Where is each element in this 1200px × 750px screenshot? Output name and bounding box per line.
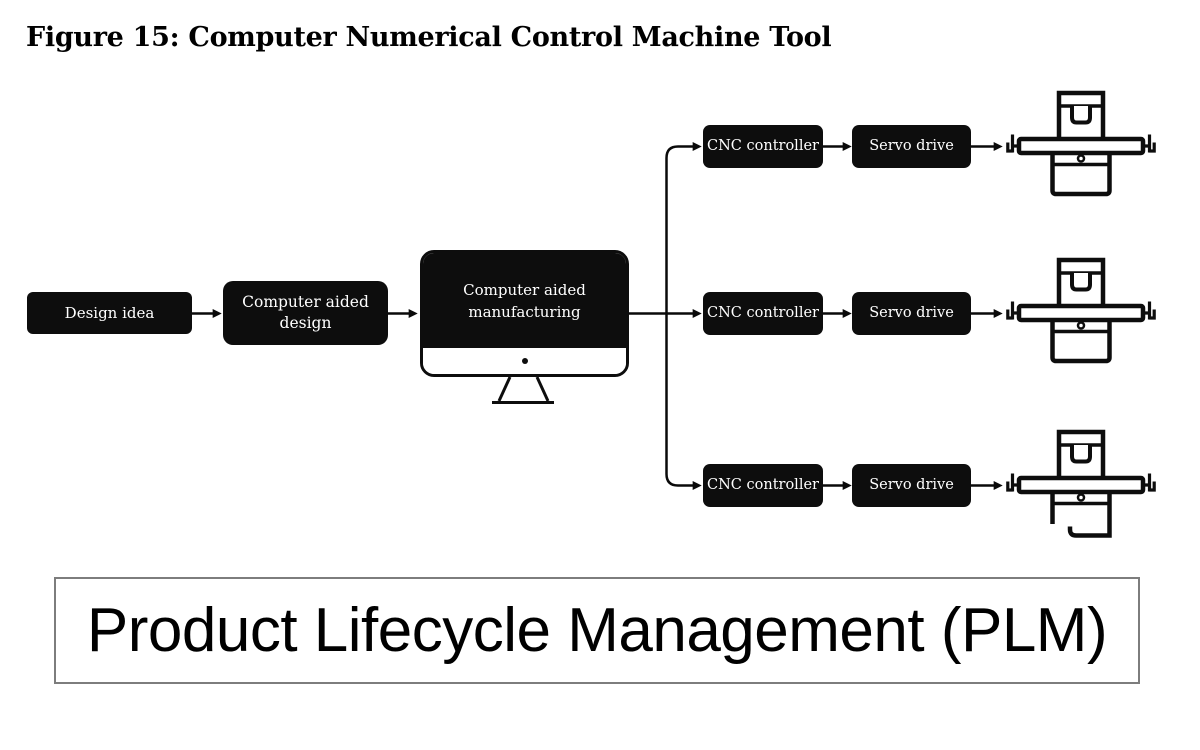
design-idea-label: Design idea — [64, 303, 155, 322]
cam-label-line2: manufacturing — [468, 302, 581, 321]
cnc-controller-label: CNC controller — [707, 477, 819, 493]
branch-to-cnc-bottom — [665, 313, 702, 490]
design-idea-box: Design idea — [27, 292, 192, 334]
cam-monitor-screen: Computer aided manufacturing — [423, 253, 626, 348]
branch-to-cnc-top — [665, 142, 702, 314]
camera-dot-icon — [521, 358, 528, 364]
milling-machine-icon — [1006, 90, 1156, 197]
plm-banner: Product Lifecycle Management (PLM) — [54, 577, 1140, 684]
monitor-stand-icon — [492, 376, 554, 404]
cnc-controller-box-3: CNC controller — [703, 464, 823, 507]
cnc-controller-label: CNC controller — [707, 138, 819, 154]
cam-label-line1: Computer aided — [463, 280, 586, 299]
servo-drive-label: Servo drive — [869, 138, 954, 154]
servo-drive-box-3: Servo drive — [852, 464, 971, 507]
milling-machine-icon — [1006, 257, 1156, 364]
computer-monitor-icon: Computer aided manufacturing — [420, 250, 629, 377]
cnc-controller-box-2: CNC controller — [703, 292, 823, 335]
servo-drive-label: Servo drive — [869, 477, 954, 493]
cad-box: Computer aided design — [223, 281, 388, 345]
servo-drive-box-2: Servo drive — [852, 292, 971, 335]
cad-label-line1: Computer aided — [242, 293, 369, 311]
cam-monitor-chin — [423, 348, 626, 374]
servo-drive-box-1: Servo drive — [852, 125, 971, 168]
plm-label: Product Lifecycle Management (PLM) — [86, 596, 1108, 665]
servo-drive-label: Servo drive — [869, 305, 954, 321]
milling-machine-open-base-icon — [1006, 429, 1156, 538]
figure-title: Figure 15: Computer Numerical Control Ma… — [26, 22, 832, 53]
cnc-controller-label: CNC controller — [707, 305, 819, 321]
cnc-controller-box-1: CNC controller — [703, 125, 823, 168]
cad-label-line2: design — [279, 314, 332, 332]
